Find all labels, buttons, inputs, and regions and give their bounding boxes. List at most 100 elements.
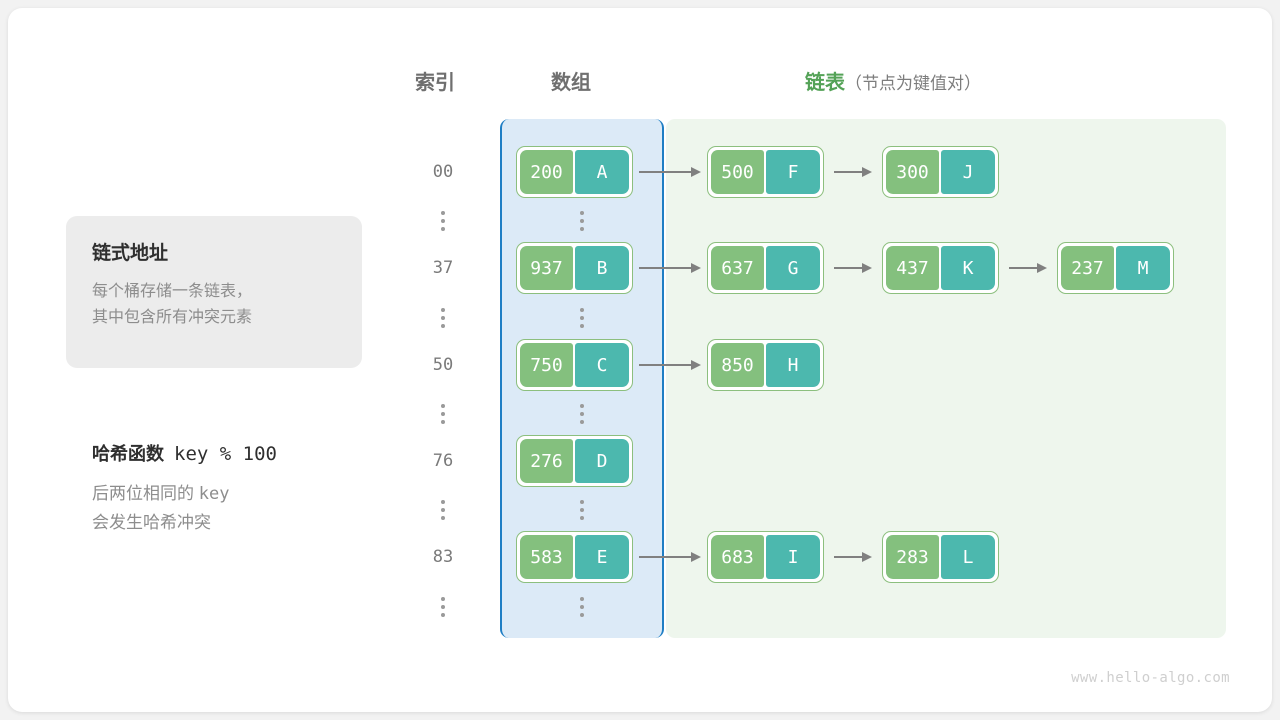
ellipsis-dot <box>580 219 584 223</box>
node-value: H <box>766 343 820 387</box>
chain-arrow-icon <box>1009 262 1047 274</box>
arrow-shaft <box>834 171 864 173</box>
node-key: 237 <box>1061 246 1114 290</box>
node-value: L <box>941 535 995 579</box>
node-key: 500 <box>711 150 764 194</box>
hash-function-title: 哈希函数 key % 100 <box>92 440 412 466</box>
arrow-shaft <box>639 556 691 558</box>
ellipsis-dot <box>441 227 445 231</box>
node-key: 300 <box>886 150 939 194</box>
chain-arrow-icon <box>834 551 872 563</box>
ellipsis-dot <box>441 500 445 504</box>
arrow-head <box>691 360 701 370</box>
chain-arrow-icon <box>639 551 701 563</box>
arrow-head <box>862 552 872 562</box>
node-value: A <box>575 150 629 194</box>
arrow-head <box>1037 263 1047 273</box>
header-linked-list-subtitle: （节点为键值对） <box>845 74 981 93</box>
header-linked-list: 链表（节点为键值对） <box>805 66 981 95</box>
header-linked-list-label: 链表 <box>805 72 845 94</box>
index-ellipsis <box>408 489 478 531</box>
hash-function-description-line2: 会发生哈希冲突 <box>92 512 211 532</box>
node-key: 276 <box>520 439 573 483</box>
bucket-index-label: 83 <box>432 547 454 567</box>
arrow-head <box>691 263 701 273</box>
bucket-index-label: 50 <box>432 355 454 375</box>
index-ellipsis <box>408 393 478 435</box>
node-key: 283 <box>886 535 939 579</box>
ellipsis-row <box>8 586 1272 628</box>
node-value: I <box>766 535 820 579</box>
arrow-shaft <box>639 267 691 269</box>
ellipsis-dot <box>580 324 584 328</box>
ellipsis-dot <box>580 508 584 512</box>
hash-desc-text-1: 后两位相同的 <box>92 484 194 503</box>
node-key: 437 <box>886 246 939 290</box>
ellipsis-dot <box>441 404 445 408</box>
arrow-head <box>862 263 872 273</box>
ellipsis-dot <box>580 227 584 231</box>
ellipsis-dot <box>580 211 584 215</box>
chain-arrow-icon <box>639 359 701 371</box>
chain-arrow-icon <box>834 166 872 178</box>
ellipsis-row <box>8 297 1272 339</box>
ellipsis-dot <box>580 500 584 504</box>
node-value: K <box>941 246 995 290</box>
index-ellipsis <box>408 297 478 339</box>
arrow-shaft <box>834 556 864 558</box>
ellipsis-dot <box>441 324 445 328</box>
arrow-head <box>691 167 701 177</box>
ellipsis-row <box>8 393 1272 435</box>
node-key: 750 <box>520 343 573 387</box>
node-value: E <box>575 535 629 579</box>
hash-function-description-line1: 后两位相同的 key <box>92 480 412 509</box>
node-value: F <box>766 150 820 194</box>
ellipsis-dot <box>580 420 584 424</box>
hash-function-note: 哈希函数 key % 100 后两位相同的 key 会发生哈希冲突 <box>92 440 412 536</box>
hash-function-description: 后两位相同的 key 会发生哈希冲突 <box>92 480 412 536</box>
array-ellipsis <box>547 489 617 531</box>
node-value: B <box>575 246 629 290</box>
array-ellipsis <box>547 586 617 628</box>
node-value: G <box>766 246 820 290</box>
header-index: 索引 <box>415 72 455 94</box>
arrow-shaft <box>1009 267 1039 269</box>
bucket-index-label: 00 <box>432 162 454 182</box>
ellipsis-row <box>8 489 1272 531</box>
ellipsis-dot <box>441 508 445 512</box>
ellipsis-dot <box>441 516 445 520</box>
chain-arrow-icon <box>834 262 872 274</box>
node-key: 200 <box>520 150 573 194</box>
bucket-index-label: 76 <box>432 451 454 471</box>
hash-function-expression: key % 100 <box>174 443 277 465</box>
info-card-description-line1: 每个桶存储一条链表， <box>92 283 253 300</box>
arrow-shaft <box>639 171 691 173</box>
array-ellipsis <box>547 297 617 339</box>
bucket-index-label: 37 <box>432 258 454 278</box>
index-ellipsis <box>408 200 478 242</box>
node-key: 583 <box>520 535 573 579</box>
array-ellipsis <box>547 393 617 435</box>
node-value: C <box>575 343 629 387</box>
ellipsis-dot <box>580 597 584 601</box>
arrow-head <box>691 552 701 562</box>
